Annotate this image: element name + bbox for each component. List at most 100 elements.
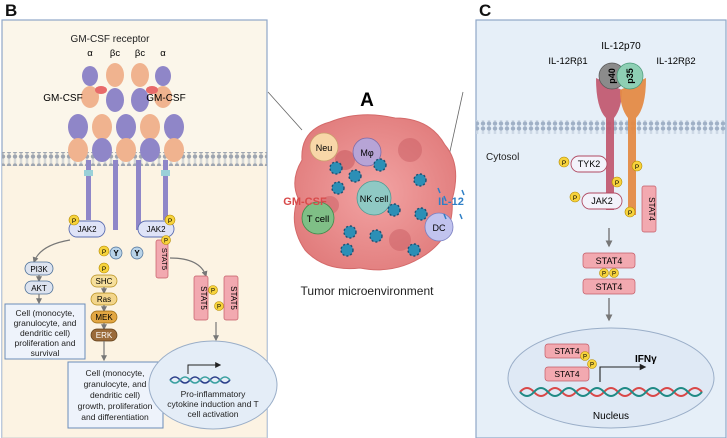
panel-c-letter: C	[479, 1, 491, 20]
phospho-label: P	[635, 164, 639, 171]
phospho-badge	[208, 285, 218, 295]
il12-signal-mark	[443, 195, 447, 202]
neutrophil	[309, 132, 339, 162]
cytokine-particle	[329, 161, 343, 175]
text-line: cytokine induction and T	[167, 399, 259, 409]
stat4-dimer-nuclear: STAT4 STAT4 P P	[544, 343, 597, 382]
ifng-label: IFNγ	[635, 354, 657, 365]
receptor-domain	[92, 138, 112, 162]
phospho-label: P	[72, 218, 76, 225]
akt-label: AKT	[31, 284, 47, 293]
il12rb1-chain	[596, 78, 622, 210]
tyrosine-label: Y	[134, 249, 140, 258]
outcome-box-growth	[67, 361, 164, 429]
text-line: dendritic cell)	[20, 328, 70, 338]
nk-cell	[356, 180, 392, 216]
stat5-label: STAT5	[160, 248, 169, 270]
p40-label: p40	[607, 68, 617, 84]
cytokine-particle	[343, 225, 357, 239]
subunit-alpha-right: α	[160, 48, 166, 59]
receptor-tm-segment	[84, 170, 93, 176]
il12-signal-mark	[443, 213, 447, 220]
cytokine-particle	[331, 181, 345, 195]
nucleus-b	[148, 340, 278, 430]
stat5-dimer: STAT5 STAT5 P P	[193, 275, 239, 321]
stat4-label: STAT4	[647, 197, 656, 221]
dna-strand-b2	[169, 376, 231, 384]
phospho-badge	[569, 191, 581, 203]
text-line: Cell (monocyte,	[85, 368, 144, 378]
stat5-label: STAT5	[199, 286, 208, 310]
text-line: granulocyte, and	[14, 318, 77, 328]
phospho-badge	[68, 214, 80, 226]
text-line: proliferation and	[15, 338, 76, 348]
transcription-arrow-c	[599, 363, 647, 382]
mek-label: MEK	[95, 313, 113, 322]
tyk2-label: TYK2	[578, 159, 601, 169]
subunit-alpha-left: α	[87, 48, 93, 59]
cytokine-particle	[387, 203, 401, 217]
cytokine-particle	[373, 158, 387, 172]
receptor-domain	[131, 88, 149, 112]
arrow-to-pi3k	[32, 239, 71, 264]
phospho-label: P	[590, 363, 594, 369]
dna-strand-c	[519, 387, 703, 397]
phospho-label: P	[217, 305, 221, 311]
receptor-domain	[68, 138, 88, 162]
receptor-domain	[116, 138, 136, 162]
nucleus-c-label: Nucleus	[593, 411, 629, 422]
tyrosine-residue	[130, 246, 144, 260]
phospho-badge	[611, 176, 623, 188]
gmcsf-ligand-label-right: GM-CSF	[146, 93, 185, 104]
phospho-badge	[599, 268, 609, 278]
receptor-domain	[154, 86, 172, 108]
dendritic-cell	[424, 212, 454, 242]
text-line: cell activation	[187, 409, 238, 419]
il12-signal-mark	[437, 187, 441, 194]
panel-a-letter: A	[360, 90, 374, 111]
arrow-to-stat5-dimer	[169, 257, 208, 278]
receptor-domain	[81, 86, 99, 108]
p35-label: p35	[625, 68, 635, 84]
il12-cytokine-label: IL-12	[438, 196, 464, 208]
receptor-domain	[131, 63, 149, 87]
stat4-label: STAT4	[554, 369, 579, 379]
outcome-box-survival	[4, 303, 86, 360]
phospho-label: P	[583, 355, 587, 361]
il12rb1-label: IL-12Rβ1	[548, 56, 587, 67]
phospho-label: P	[168, 218, 172, 225]
outcome-growth-text: Cell (monocyte,granulocyte, anddendritic…	[78, 368, 153, 422]
macrophage-label: Mφ	[360, 148, 373, 158]
phospho-badge	[164, 214, 176, 226]
phospho-label: P	[562, 160, 566, 167]
receptor-domain	[164, 138, 184, 162]
phospho-label: P	[102, 266, 106, 273]
panel-a: A Neu Mφ NK cell T cell DC GM-CSF IL-12 …	[267, 90, 465, 298]
il12-signal-mark	[461, 189, 465, 196]
gmcsf-ligand-label-left: GM-CSF	[43, 93, 82, 104]
t-cell	[301, 201, 335, 235]
subunit-beta-left: βc	[110, 48, 120, 59]
jak2-left: JAK2 P	[68, 214, 106, 238]
p35-subunit	[616, 62, 644, 90]
receptor-tail	[86, 160, 91, 220]
il12-signal-mark	[459, 213, 463, 220]
particle-group	[329, 158, 465, 257]
receptor-tail	[113, 160, 118, 230]
text-line: granulocyte, and	[84, 379, 147, 389]
phospho-badge	[214, 301, 224, 311]
receptor-domain	[82, 66, 98, 86]
shc-label: SHC	[96, 277, 113, 286]
tyk2: TYK2 P	[558, 155, 608, 173]
jak2-left-label: JAK2	[77, 225, 97, 234]
stat5-label: STAT5	[229, 286, 238, 310]
outcome-survival-text: Cell (monocyte,granulocyte, anddendritic…	[14, 308, 77, 358]
connector-left	[267, 91, 303, 131]
text-line: dendritic cell)	[90, 390, 140, 400]
phospho-badge	[558, 156, 570, 168]
panel-b: B GM-CSF receptor α βc βc α	[1, 1, 278, 438]
dc-label: DC	[433, 223, 446, 233]
